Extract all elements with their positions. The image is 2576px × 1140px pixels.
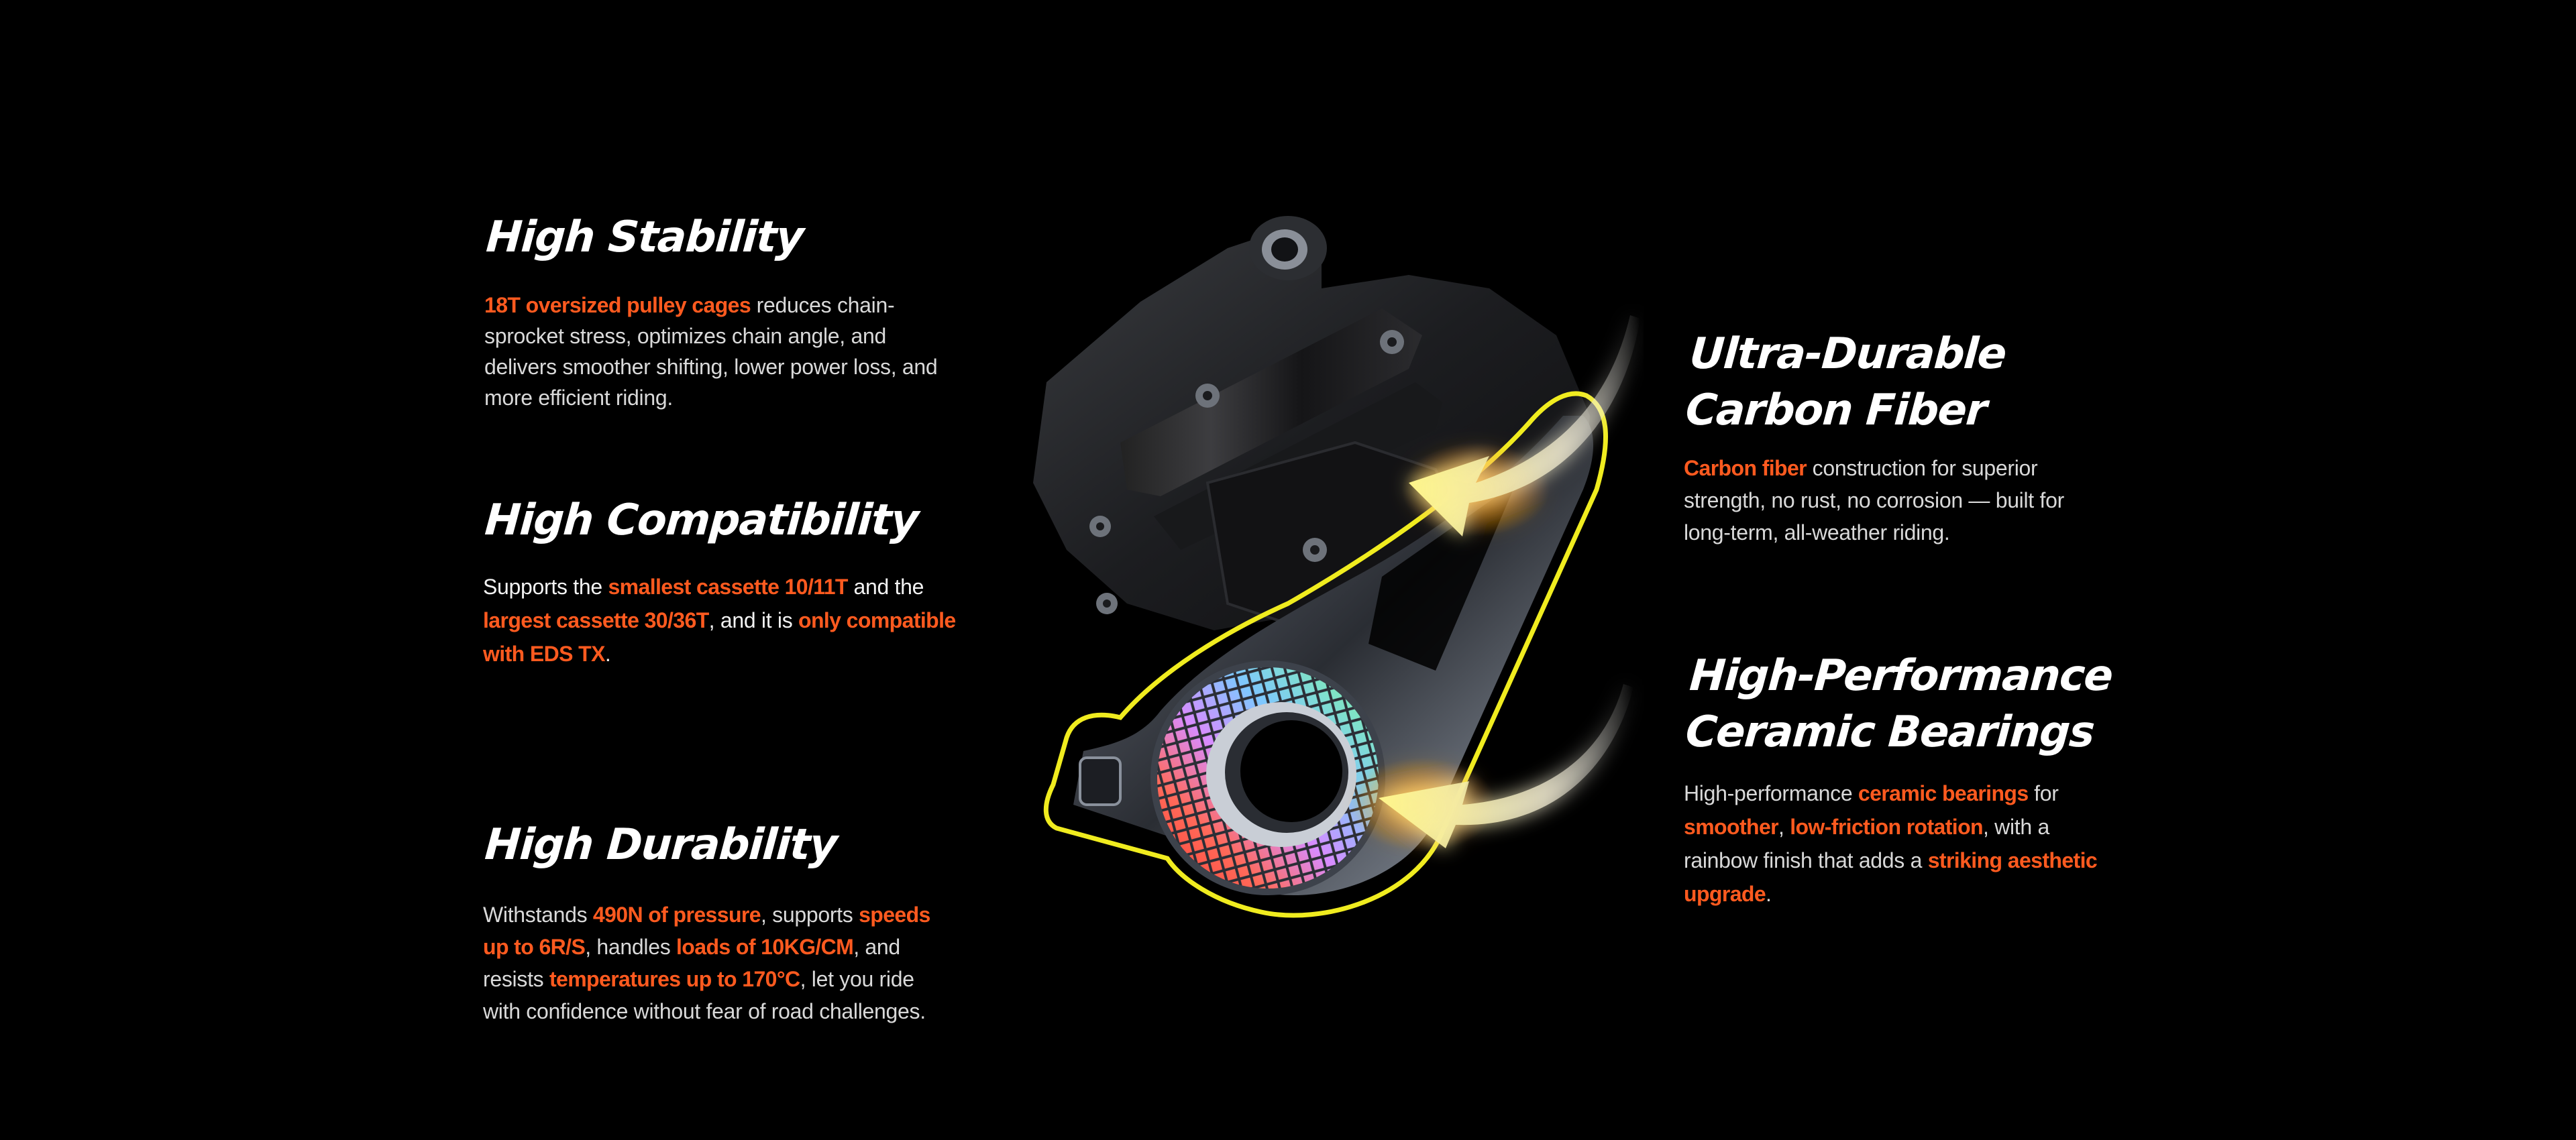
body-text: Supports the [483, 575, 608, 599]
feature-title-line-2: Carbon Fiber [1684, 386, 1988, 435]
highlight-text: smallest cassette 10/11T [608, 575, 848, 599]
highlight-text: temperatures up to 170°C [549, 967, 800, 991]
product-image-derailleur [1006, 201, 1644, 939]
body-text: , and resists [483, 935, 900, 991]
feature-title-line-1: High-Performance [1688, 651, 2114, 701]
body-text: . [1766, 882, 1772, 906]
feature-high-durability: High Durability Withstands 490N of press… [483, 817, 966, 1027]
feature-carbon-fiber: Ultra-Durable Carbon Fiber Carbon fiber … [1684, 326, 2140, 549]
highlight-text: 18T oversized pulley cages [484, 293, 751, 317]
feature-title: High Compatibility [483, 496, 920, 545]
feature-description: 18T oversized pulley cages reduces chain… [484, 290, 947, 413]
body-text: , and it is [708, 608, 798, 632]
highlight-text: Carbon fiber [1684, 456, 1807, 480]
feature-title: Ultra-Durable Carbon Fiber [1684, 326, 2148, 439]
highlight-text: loads of 10KG/CM [676, 935, 854, 959]
feature-description: High-performance ceramic bearings for sm… [1684, 777, 2113, 911]
highlight-text: striking aesthetic upgrade [1684, 848, 2098, 906]
highlight-text: largest cassette 30/36T [483, 608, 709, 632]
feature-high-stability: High Stability 18T oversized pulley cage… [484, 209, 967, 413]
feature-ceramic-bearings: High-Performance Ceramic Bearings High-p… [1684, 648, 2153, 911]
feature-title: High Stability [484, 213, 805, 262]
body-text: , handles [585, 935, 677, 959]
highlight-text: smoother [1684, 815, 1779, 839]
highlight-text: low-friction rotation [1790, 815, 1983, 839]
body-text: . [604, 642, 611, 666]
ceramic-bearing-arrow [1348, 684, 1633, 852]
derailleur-illustration [1033, 216, 1640, 918]
feature-title: High-Performance Ceramic Bearings [1684, 648, 2161, 760]
highlight-text: 490N of pressure [592, 903, 761, 927]
body-text: for [2028, 781, 2059, 805]
body-text: Withstands [483, 903, 593, 927]
body-text: reduces chain-sprocket stress, optimizes… [484, 293, 938, 410]
highlight-text: only compatible with EDS TX [483, 608, 956, 666]
highlight-text: speeds up to 6R/S [483, 903, 930, 959]
carbon-fiber-cage-arrow [1402, 315, 1640, 536]
body-text: , [1778, 815, 1790, 839]
feature-description: Withstands 490N of pressure, supports sp… [483, 899, 953, 1027]
body-text: , supports [760, 903, 859, 927]
feature-description: Supports the smallest cassette 10/11T an… [483, 570, 993, 671]
feature-title: High Durability [483, 820, 839, 870]
body-text: and the [847, 575, 924, 599]
body-text: , with a rainbow finish that adds a [1684, 815, 2049, 872]
feature-title-line-1: Ultra-Durable [1688, 329, 2008, 379]
body-text: , let you ride with confidence without f… [483, 967, 926, 1023]
body-text: construction for superior strength, no r… [1684, 456, 2064, 545]
feature-title-line-2: Ceramic Bearings [1684, 707, 2096, 757]
feature-high-compatibility: High Compatibility Supports the smallest… [483, 492, 1006, 671]
highlight-text: ceramic bearings [1858, 781, 2029, 805]
feature-description: Carbon fiber construction for superior s… [1684, 452, 2106, 549]
body-text: High-performance [1684, 781, 1858, 805]
